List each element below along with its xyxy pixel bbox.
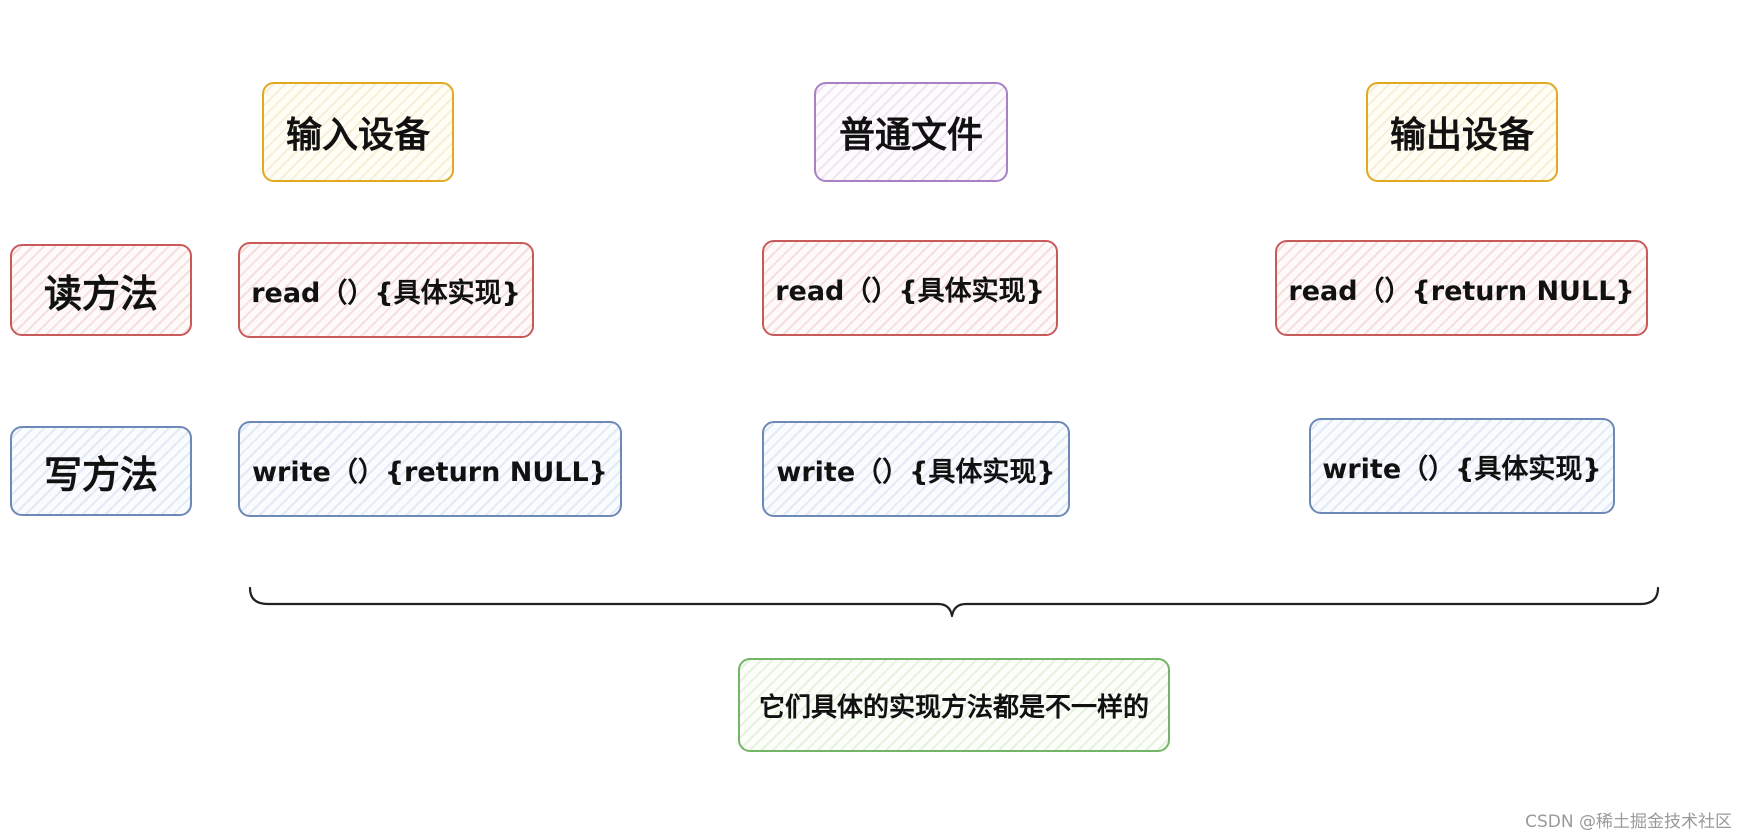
header-output-device: 输出设备	[1366, 82, 1558, 182]
cell-file-write: write（）{具体实现}	[762, 421, 1070, 517]
watermark: CSDN @稀土掘金技术社区	[1525, 812, 1732, 832]
cell-input-read: read（）{具体实现}	[238, 242, 534, 338]
row-label-read: 读方法	[10, 244, 192, 336]
header-regular-file: 普通文件	[814, 82, 1008, 182]
cell-input-write: write（）{return NULL}	[238, 421, 622, 517]
row-label-write: 写方法	[10, 426, 192, 516]
cell-output-write: write（）{具体实现}	[1309, 418, 1615, 514]
header-input-device: 输入设备	[262, 82, 454, 182]
cell-output-read: read（）{return NULL}	[1275, 240, 1648, 336]
conclusion-note: 它们具体的实现方法都是不一样的	[738, 658, 1170, 752]
cell-file-read: read（）{具体实现}	[762, 240, 1058, 336]
